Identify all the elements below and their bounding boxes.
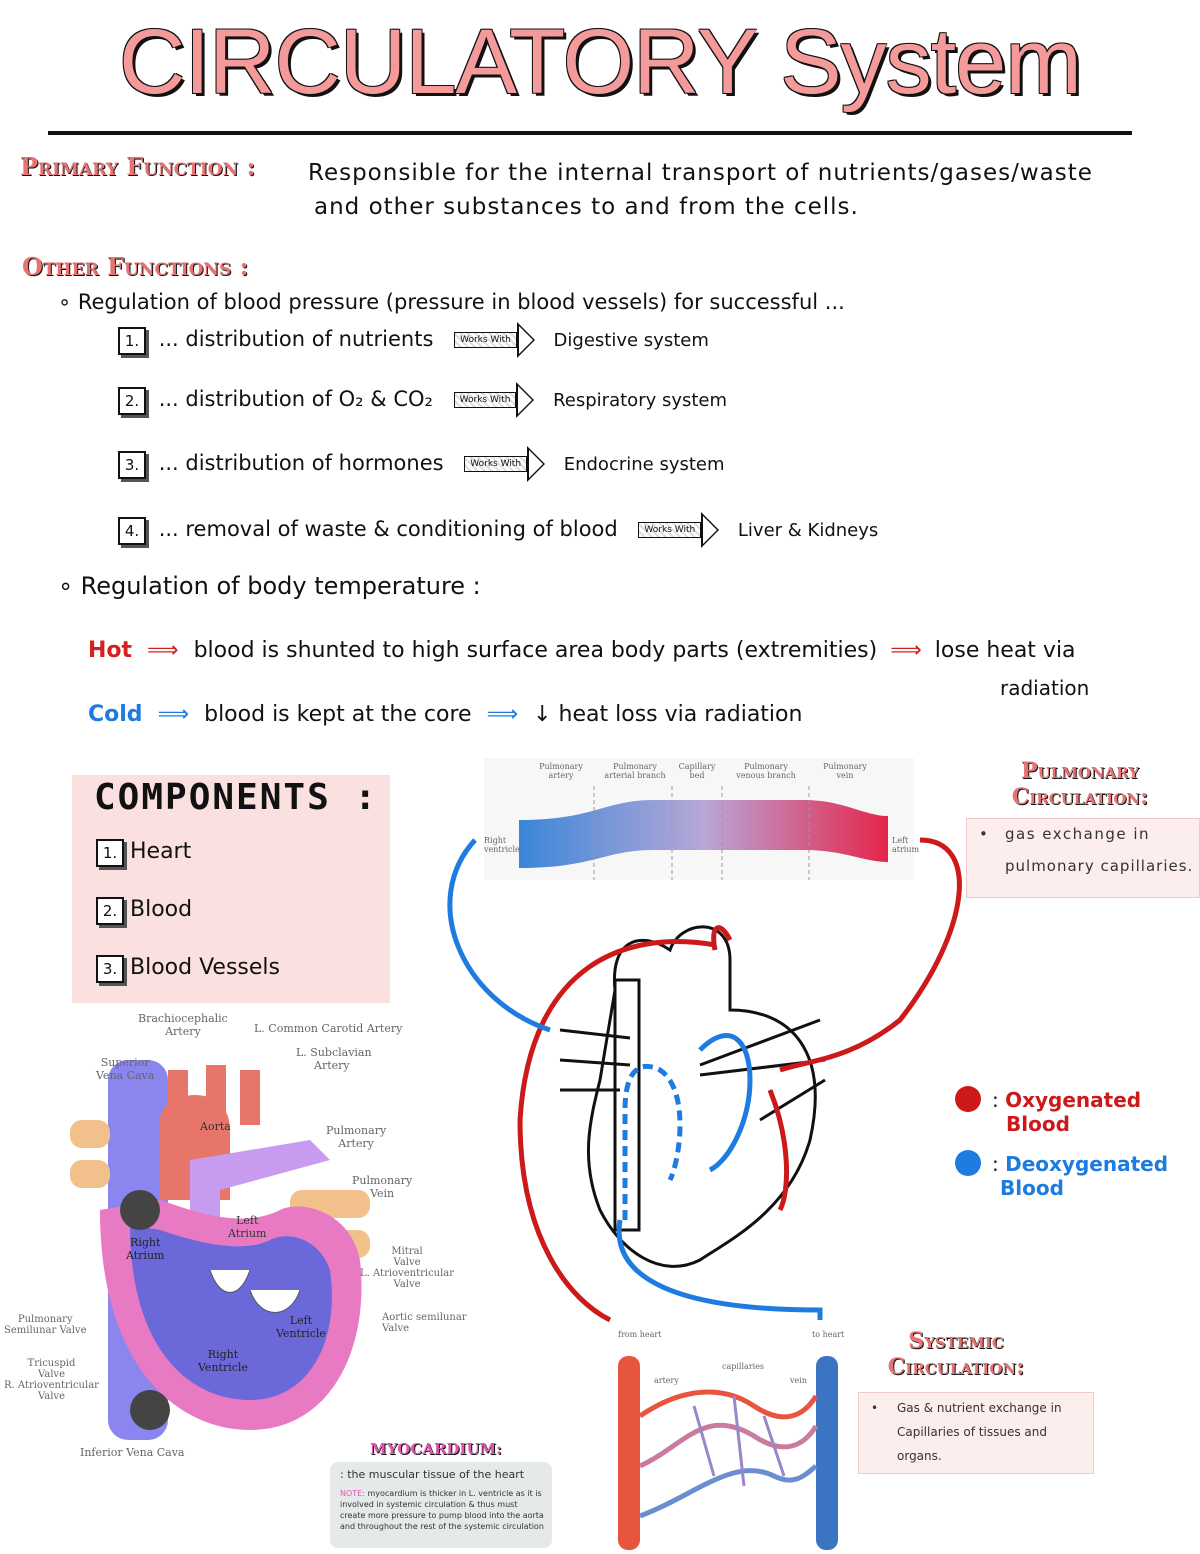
number-box-icon: 2. — [96, 897, 124, 925]
bullet-icon: ∘ — [58, 572, 81, 600]
list-item: 2.Blood — [96, 897, 192, 925]
works-with-arrow-icon: Works With — [453, 382, 535, 418]
title-divider — [48, 131, 1132, 135]
pulmonary-heading: Pulmonary Circulation: — [1011, 758, 1149, 810]
cold-label: Cold — [88, 702, 143, 727]
myocardium-heading: MYOCARDIUM: — [370, 1440, 502, 1458]
blue-arrow-icon: ⟹ — [486, 702, 519, 727]
hot-row: Hot ⟹ blood is shunted to high surface a… — [88, 638, 1076, 663]
list-item: 4. ... removal of waste & conditioning o… — [118, 512, 878, 548]
systemic-heading: Systemic Circulation: — [887, 1328, 1025, 1380]
heart-outline — [586, 925, 817, 1268]
blue-systemic-return — [616, 1219, 823, 1320]
primary-function-line2: and other substances to and from the cel… — [314, 194, 859, 220]
other-functions-label: Other Functions : — [22, 252, 249, 281]
number-box-icon: 4. — [118, 517, 146, 545]
red-arrow-icon: ⟹ — [147, 638, 179, 663]
vena-cava-outline — [613, 978, 641, 1232]
list-item: 3. ... distribution of hormones Works Wi… — [118, 446, 725, 482]
heart-circulation-diagram — [447, 837, 962, 1323]
systemic-diagram: from heart to heart capillaries artery v… — [604, 1326, 850, 1550]
red-systemic-flow — [517, 939, 716, 1323]
number-box-icon: 3. — [96, 955, 124, 983]
capillary-bed-illustration — [618, 1356, 838, 1550]
number-box-icon: 2. — [118, 387, 146, 415]
number-box-icon: 3. — [118, 451, 146, 479]
bp-bullet: ∘ Regulation of blood pressure (pressure… — [58, 290, 845, 314]
primary-function-line1: Responsible for the internal transport o… — [308, 160, 1093, 186]
legend-oxygenated: : Oxygenated Blood — [992, 1088, 1142, 1136]
systemic-note: • Gas & nutrient exchange in Capillaries… — [858, 1392, 1094, 1474]
deoxygenated-dot-icon — [955, 1150, 981, 1176]
number-box-icon: 1. — [96, 839, 124, 867]
red-arrow-icon: ⟹ — [890, 638, 922, 663]
blue-arrow-icon: ⟹ — [157, 702, 190, 727]
label-aorta: Aorta — [200, 1120, 231, 1133]
primary-function-label: Primary Function : — [20, 152, 256, 181]
works-with-arrow-icon: Works With — [454, 322, 535, 358]
hot-result-line2: radiation — [1000, 676, 1090, 700]
works-with-arrow-icon: Works With — [638, 512, 720, 548]
list-item: 1. ... distribution of nutrients Works W… — [118, 322, 709, 358]
pulmonary-vessel-illustration — [519, 786, 888, 880]
components-box: COMPONENTS : 1.Heart 2.Blood 3.Blood Ves… — [72, 775, 390, 1003]
temp-bullet: ∘ Regulation of body temperature : — [58, 572, 481, 600]
works-with-arrow-icon: Works With — [464, 446, 546, 482]
list-item: 2. ... distribution of O₂ & CO₂ Works Wi… — [118, 382, 727, 418]
bullet-icon: • — [979, 825, 988, 843]
pulmonary-note: • gas exchange in pulmonary capillaries. — [966, 818, 1200, 898]
bullet-icon: ∘ — [58, 290, 78, 314]
list-item: 3.Blood Vessels — [96, 955, 280, 983]
page-title: CIRCULATORY System — [119, 11, 1082, 113]
legend-deoxygenated: : Deoxygenated Blood — [992, 1152, 1169, 1200]
blue-pulmonary-flow — [447, 838, 551, 1033]
cold-row: Cold ⟹ blood is kept at the core ⟹ ↓ hea… — [88, 702, 803, 727]
red-pulmonary-return — [779, 837, 962, 1073]
bullet-icon: • — [871, 1401, 879, 1415]
components-heading: COMPONENTS : — [94, 777, 379, 818]
label-lcca: L. Common Carotid Artery — [254, 1022, 403, 1035]
myocardium-note: : the muscular tissue of the heart NOTE:… — [330, 1462, 552, 1548]
number-box-icon: 1. — [118, 327, 146, 355]
pulmonary-diagram: Pulmonary artery Pulmonary arterial bran… — [484, 758, 919, 880]
hot-label: Hot — [88, 638, 133, 663]
label-ivc: Inferior Vena Cava — [80, 1446, 185, 1459]
oxygenated-dot-icon — [955, 1086, 981, 1112]
list-item: 1.Heart — [96, 839, 191, 867]
heart-anatomy-illustration — [70, 1060, 370, 1440]
